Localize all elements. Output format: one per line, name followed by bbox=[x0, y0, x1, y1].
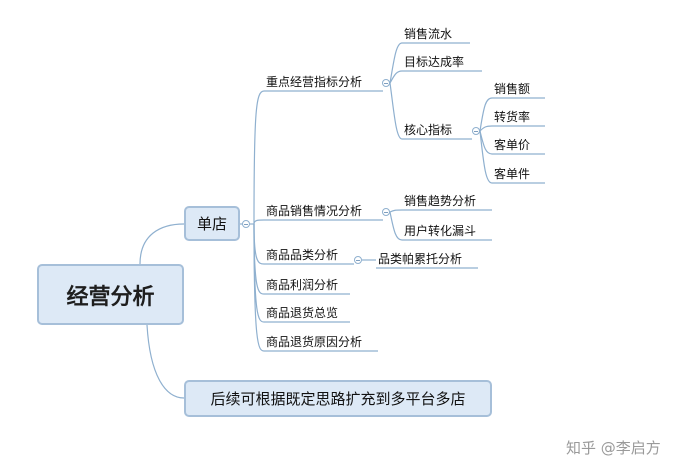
branch-product-returns[interactable]: 商品退货总览 bbox=[266, 306, 339, 320]
leaf-sales-flow[interactable]: 销售流水 bbox=[404, 27, 453, 41]
collapse-toggle-icon[interactable] bbox=[382, 79, 390, 87]
leaf-sales-trend[interactable]: 销售趋势分析 bbox=[404, 194, 477, 208]
watermark: 知乎 @李启方 bbox=[566, 439, 661, 457]
leaf-sales-amount[interactable]: 销售额 bbox=[494, 82, 531, 96]
leaf-items-per-order[interactable]: 客单件 bbox=[494, 167, 531, 181]
shop-node[interactable]: 单店 bbox=[184, 206, 240, 241]
leaf-pareto[interactable]: 品类帕累托分析 bbox=[378, 252, 463, 266]
branch-product-category[interactable]: 商品品类分析 bbox=[266, 248, 339, 262]
leaf-target-rate[interactable]: 目标达成率 bbox=[404, 55, 465, 69]
branch-key-indicators[interactable]: 重点经营指标分析 bbox=[266, 75, 363, 89]
root-node[interactable]: 经营分析 bbox=[37, 264, 184, 325]
leaf-conversion-rate[interactable]: 转货率 bbox=[494, 110, 531, 124]
leaf-user-funnel[interactable]: 用户转化漏斗 bbox=[404, 224, 477, 238]
branch-return-reasons[interactable]: 商品退货原因分析 bbox=[266, 335, 363, 349]
collapse-toggle-icon[interactable] bbox=[472, 127, 480, 135]
collapse-toggle-icon[interactable] bbox=[242, 220, 250, 228]
leaf-core-indicators[interactable]: 核心指标 bbox=[404, 123, 453, 137]
future-note-node[interactable]: 后续可根据既定思路扩充到多平台多店 bbox=[184, 380, 492, 417]
branch-product-sales[interactable]: 商品销售情况分析 bbox=[266, 204, 363, 218]
branch-product-profit[interactable]: 商品利润分析 bbox=[266, 278, 339, 292]
leaf-avg-order-value[interactable]: 客单价 bbox=[494, 138, 531, 152]
collapse-toggle-icon[interactable] bbox=[382, 208, 390, 216]
collapse-toggle-icon[interactable] bbox=[354, 256, 362, 264]
